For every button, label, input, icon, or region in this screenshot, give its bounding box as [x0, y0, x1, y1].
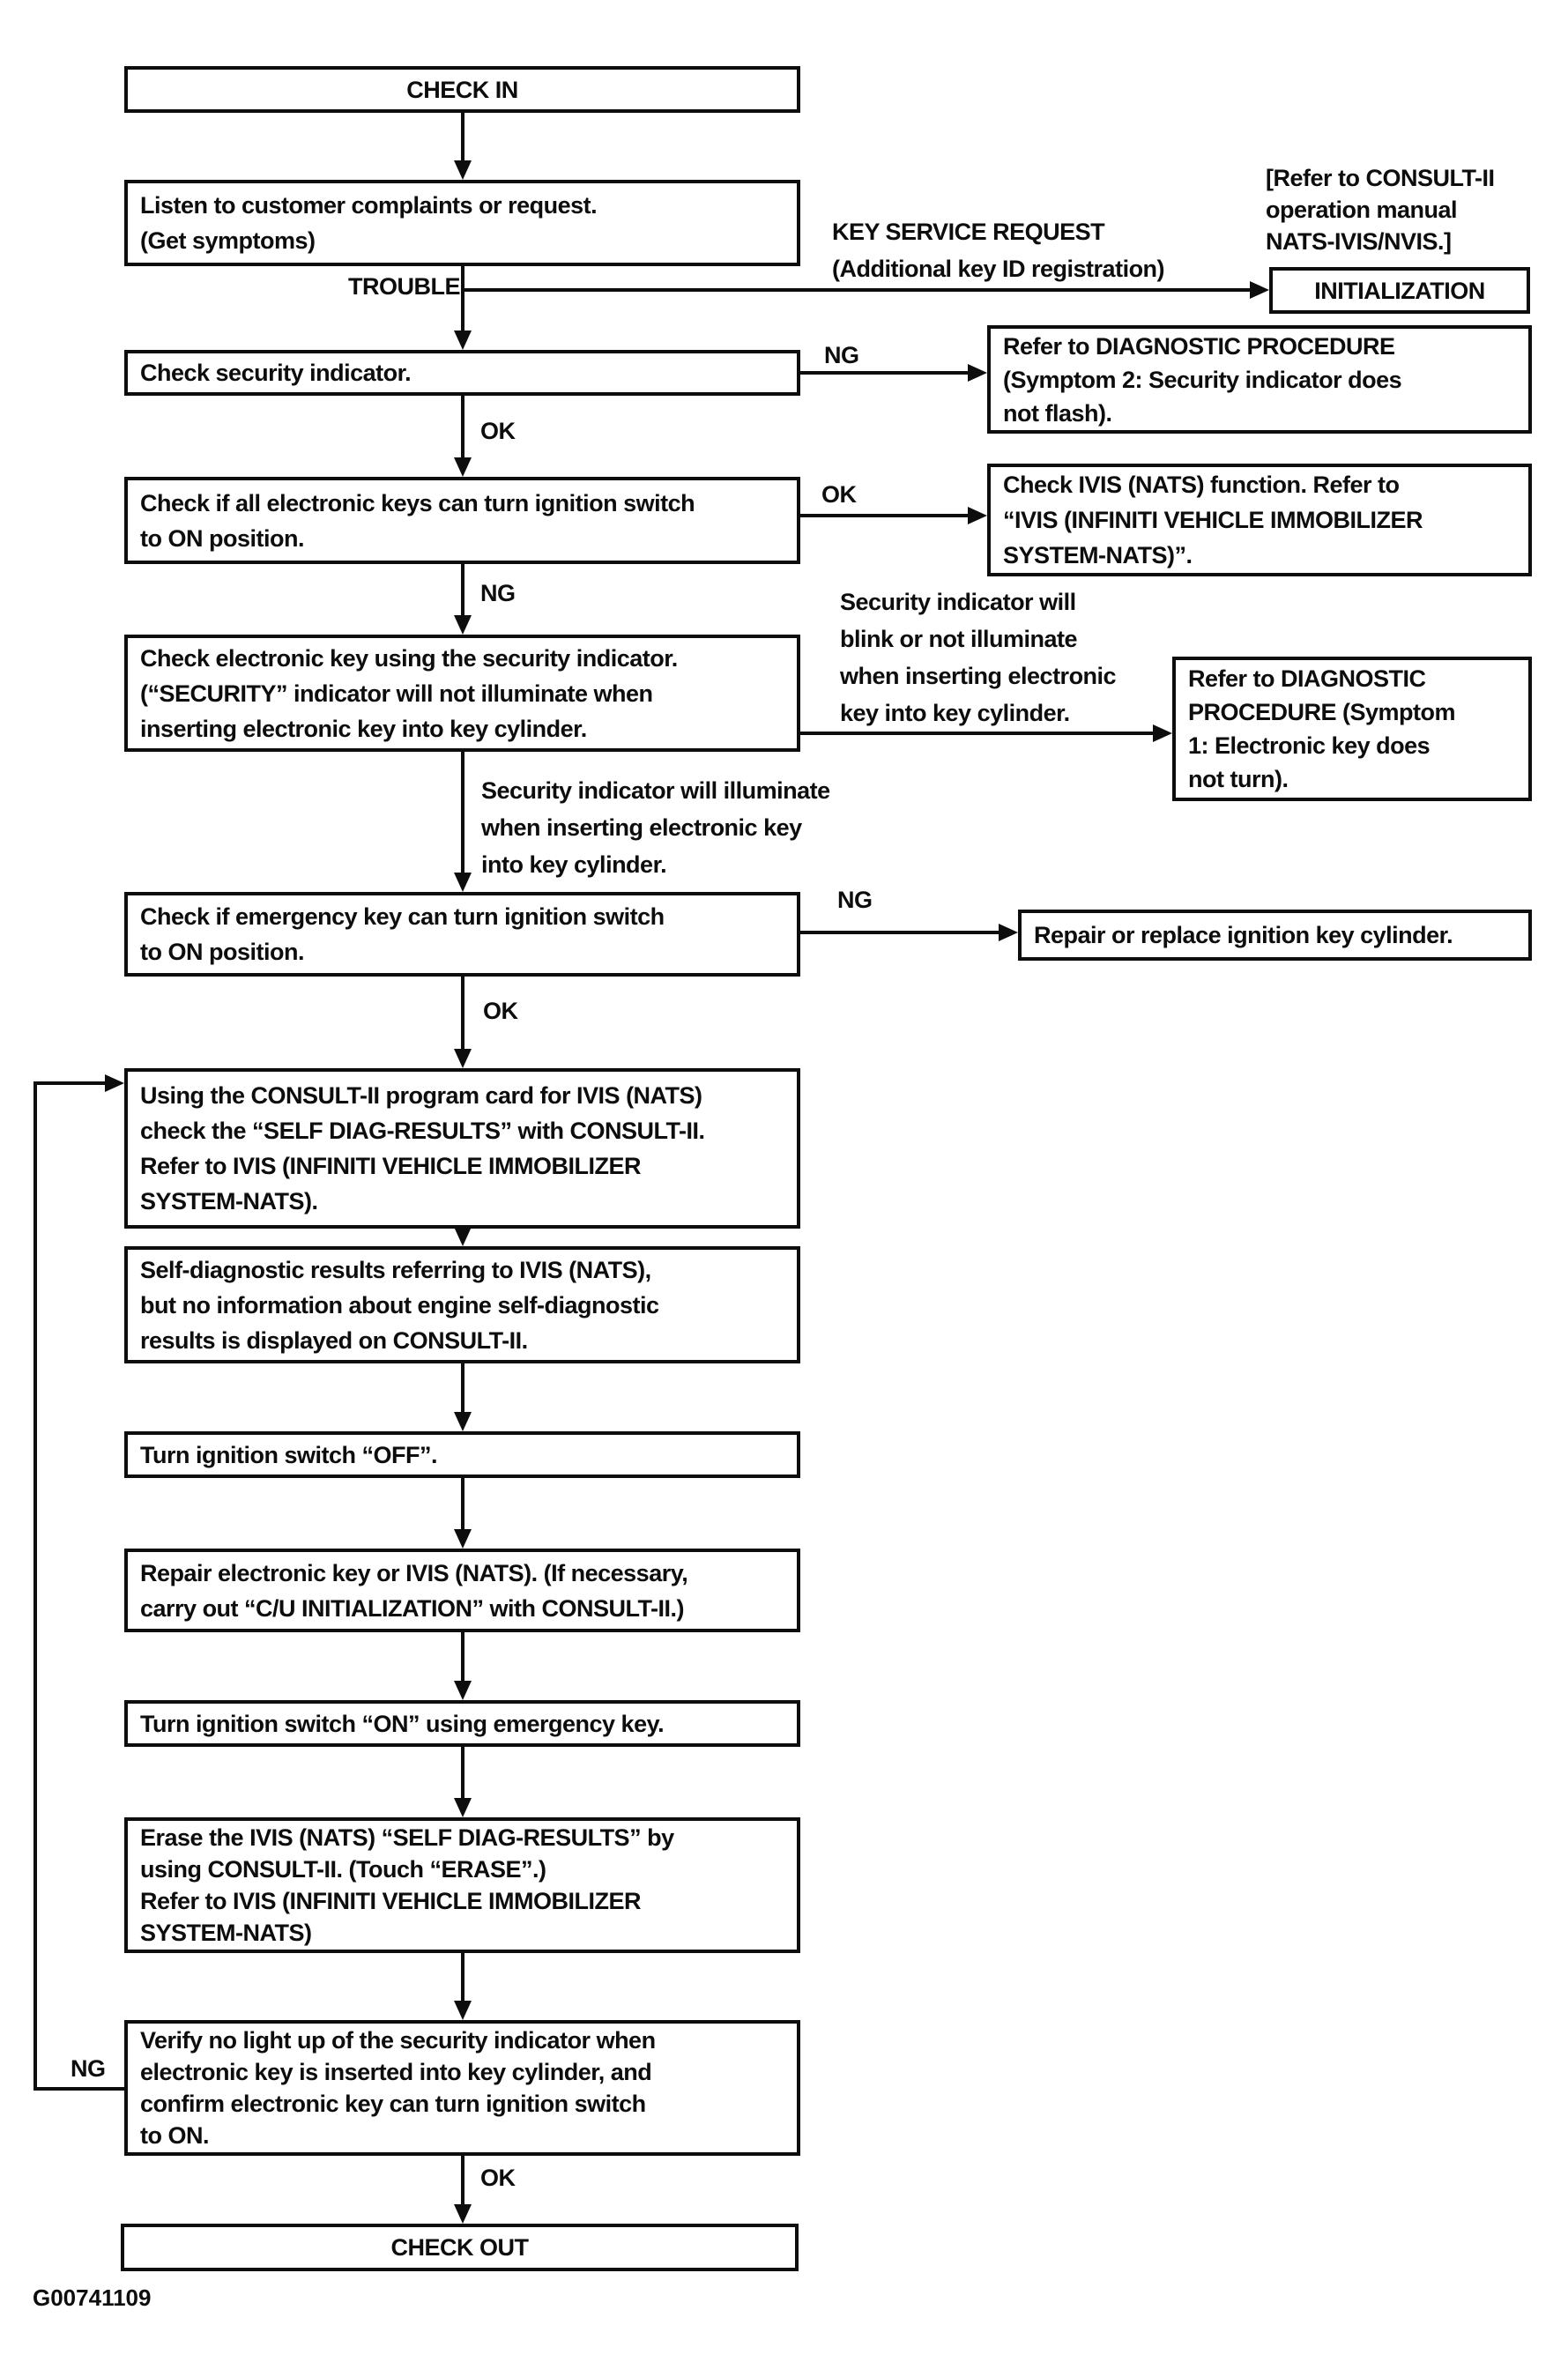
node-listen-complaints: Listen to customer complaints or request…: [124, 180, 800, 266]
label-ok-all-keys: OK: [821, 481, 857, 508]
node-verify-no-light: Verify no light up of the security indic…: [124, 2020, 800, 2156]
label-ng-emergency-key: NG: [837, 887, 873, 913]
connector-allkeys-electronickey: [461, 564, 464, 619]
node-check-electronic-key: Check electronic key using the security …: [124, 635, 800, 752]
label-ng-verify: NG: [71, 2055, 106, 2082]
arrowhead-into-symptom1: [1153, 724, 1172, 742]
arrowhead-feedback-into-consult: [105, 1074, 124, 1092]
connector-repairkey-ignitionon: [461, 1632, 464, 1684]
label-ok-verify: OK: [480, 2165, 516, 2191]
node-diagnostic-symptom-2: Refer to DIAGNOSTIC PROCEDURE (Symptom 2…: [987, 325, 1532, 434]
node-repair-ignition-cylinder: Repair or replace ignition key cylinder.: [1018, 910, 1532, 961]
label-indicator-illuminate-note: Security indicator will illuminate when …: [481, 777, 830, 878]
node-erase-self-diag: Erase the IVIS (NATS) “SELF DIAG-RESULTS…: [124, 1817, 800, 1953]
connector-ng-repaircylinder: [800, 931, 1000, 934]
arrowhead-into-allkeys: [454, 457, 472, 477]
connector-emergency-consult: [461, 977, 464, 1053]
node-ignition-off: Turn ignition switch “OFF”.: [124, 1431, 800, 1478]
node-check-emergency-key: Check if emergency key can turn ignition…: [124, 892, 800, 977]
connector-verify-checkout: [461, 2156, 464, 2208]
connector-ng-feedback-vertical: [33, 1081, 37, 2091]
arrowhead-into-checkout: [454, 2204, 472, 2224]
node-check-ivis-function: Check IVIS (NATS) function. Refer to “IV…: [987, 464, 1532, 576]
connector-trouble-initialization: [461, 288, 1253, 292]
arrowhead-into-ignitionoff: [454, 1412, 472, 1431]
connector-security-allkeys: [461, 396, 464, 462]
node-check-out: CHECK OUT: [121, 2224, 799, 2271]
connector-listen-security: [461, 266, 464, 335]
connector-blink-symptom1: [800, 732, 1155, 735]
arrowhead-into-emergency: [454, 873, 472, 892]
node-consult-self-diag: Using the CONSULT-II program card for IV…: [124, 1068, 800, 1229]
connector-ng-feedback-bottom: [35, 2087, 124, 2091]
node-initialization: INITIALIZATION: [1269, 267, 1530, 314]
arrowhead-into-security: [454, 331, 472, 350]
label-ok-emergency-key: OK: [483, 998, 518, 1024]
label-ok-security-indicator: OK: [480, 418, 516, 444]
arrowhead-into-ignitionon: [454, 1681, 472, 1700]
connector-selfdiag-ignitionoff: [461, 1363, 464, 1415]
node-ignition-on-emergency: Turn ignition switch “ON” using emergenc…: [124, 1700, 800, 1747]
label-key-service-request: KEY SERVICE REQUEST (Additional key ID r…: [832, 219, 1165, 282]
connector-erase-verify: [461, 1953, 464, 2004]
connector-electronickey-emergency: [461, 752, 464, 877]
arrowhead-into-electronickey: [454, 615, 472, 635]
label-trouble: TROUBLE: [348, 273, 461, 300]
arrowhead-into-checkivis: [968, 507, 987, 524]
node-diagnostic-symptom-1: Refer to DIAGNOSTIC PROCEDURE (Symptom 1…: [1172, 657, 1532, 801]
arrowhead-into-selfdiag: [454, 1227, 472, 1246]
figure-id: G00741109: [33, 2284, 152, 2311]
arrowhead-into-verify: [454, 2001, 472, 2020]
connector-ignitionon-erase: [461, 1746, 464, 1801]
arrowhead-into-erase: [454, 1798, 472, 1817]
connector-ng-feedback-top: [35, 1081, 107, 1085]
label-ng-all-keys: NG: [480, 580, 516, 606]
connector-ok-checkivis: [800, 514, 970, 517]
node-check-security-indicator: Check security indicator.: [124, 350, 800, 396]
label-ng-security-indicator: NG: [824, 342, 859, 368]
label-indicator-blink-note: Security indicator will blink or not ill…: [840, 589, 1117, 726]
node-check-in: CHECK IN: [124, 66, 800, 113]
arrowhead-into-consult: [454, 1049, 472, 1068]
arrowhead-into-listen: [454, 160, 472, 180]
arrowhead-into-symptom2: [968, 364, 987, 382]
connector-ignitionoff-repairkey: [461, 1478, 464, 1533]
label-consult-manual-note: [Refer to CONSULT-II operation manual NA…: [1266, 165, 1495, 255]
node-repair-electronic-key: Repair electronic key or IVIS (NATS). (I…: [124, 1549, 800, 1632]
node-check-all-electronic-keys: Check if all electronic keys can turn ig…: [124, 477, 800, 564]
arrowhead-into-repairkey: [454, 1529, 472, 1549]
connector-ng-symptom2: [800, 371, 970, 375]
arrowhead-into-initialization: [1250, 281, 1269, 299]
node-self-diag-results: Self-diagnostic results referring to IVI…: [124, 1246, 800, 1363]
connector-checkin-listen: [461, 112, 464, 164]
arrowhead-into-repaircylinder: [999, 924, 1018, 941]
